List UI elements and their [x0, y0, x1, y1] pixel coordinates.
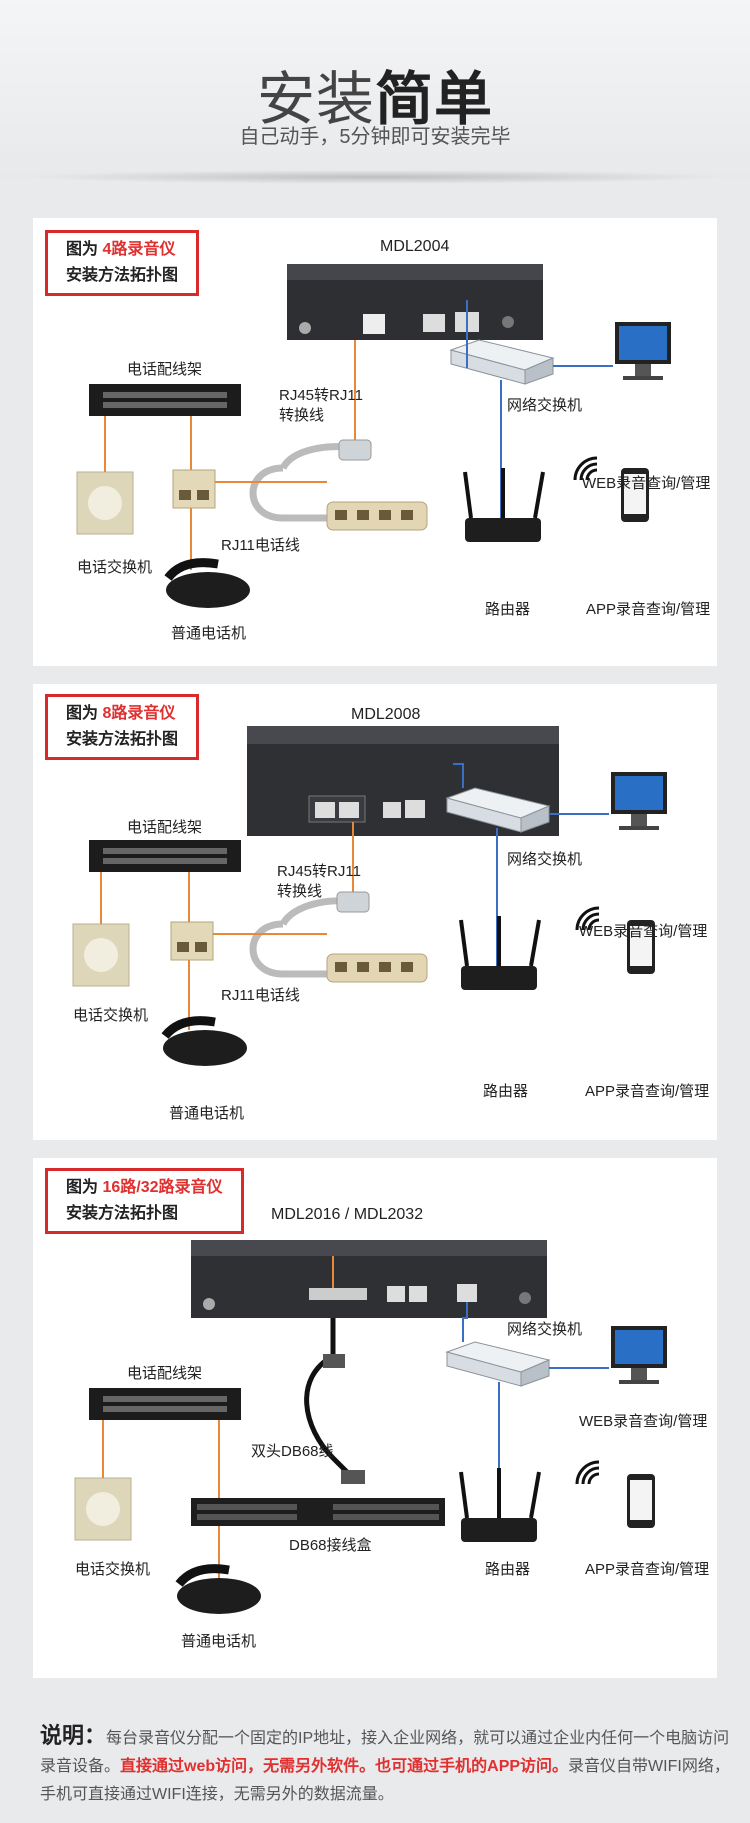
desk-phone-icon	[166, 572, 250, 608]
db68-cable-label: 双头DB68线	[251, 1440, 334, 1461]
app-label: APP录音查询/管理	[585, 1558, 709, 1579]
db68-junction-box	[191, 1498, 445, 1526]
desk-phone-icon	[163, 1030, 247, 1066]
switch-label: 网络交换机	[507, 1318, 582, 1339]
model-name: MDL2008	[351, 706, 420, 724]
patch-panel	[89, 840, 241, 872]
converter-label-2: 转换线	[277, 880, 322, 901]
router-icon	[461, 966, 537, 990]
pbx-label: 电话交换机	[73, 1004, 148, 1025]
converter-label: RJ45转RJ11	[277, 860, 361, 881]
desk-phone-icon	[177, 1578, 261, 1614]
diagram-label-4ch: 图为 4路录音仪 安装方法拓扑图	[45, 230, 199, 296]
wifi-icon	[577, 1462, 599, 1484]
phone-label: 普通电话机	[181, 1630, 256, 1651]
footer-note: 说明：每台录音仪分配一个固定的IP地址，接入企业网络，就可以通过企业内任何一个电…	[40, 1722, 730, 1809]
page-subtitle: 自己动手，5分钟即可安装完毕	[0, 120, 750, 149]
rj11-splitter	[173, 470, 215, 508]
router-icon	[465, 518, 541, 542]
web-label: WEB录音查询/管理	[579, 1410, 707, 1431]
header-divider	[20, 170, 730, 184]
rj11-splitter	[171, 922, 213, 960]
diagram-panel-8ch: 图为 8路录音仪 安装方法拓扑图 MDL2008 电话配线架 电话配线架 RJ4…	[33, 684, 717, 1140]
diagram-panel-4ch: 图为 4路录音仪 安装方法拓扑图 MDL2004 电话配线架 RJ45转RJ11…	[33, 218, 717, 666]
web-label: WEB录音查询/管理	[579, 920, 707, 941]
patch-panel	[89, 1388, 241, 1420]
phone-label: 普通电话机	[169, 1102, 244, 1123]
patch-panel	[89, 384, 241, 416]
rj11-label: RJ11电话线	[221, 984, 300, 1005]
diagram-label-8ch: 图为 8路录音仪 安装方法拓扑图	[45, 694, 199, 760]
switch-label: 网络交换机	[507, 848, 582, 869]
patch-panel-label: 电话配线架	[127, 816, 202, 837]
converter-label-2: 转换线	[279, 404, 324, 425]
model-name: MDL2016 / MDL2032	[271, 1206, 423, 1224]
page-header: 安装简单 自己动手，5分钟即可安装完毕	[0, 0, 750, 178]
switch-label: 网络交换机	[507, 394, 582, 415]
router-icon	[461, 1518, 537, 1542]
router-label: 路由器	[485, 598, 530, 619]
converter-cable	[253, 468, 327, 518]
model-name: MDL2004	[380, 238, 449, 256]
rj11-label: RJ11电话线	[221, 534, 300, 555]
pbx-label: 电话交换机	[77, 556, 152, 577]
diagram-label-16ch: 图为 16路/32路录音仪 安装方法拓扑图	[45, 1168, 244, 1234]
patch-panel-label: 电话配线架	[127, 1362, 202, 1383]
db68-box-label: DB68接线盒	[289, 1534, 372, 1555]
app-label: APP录音查询/管理	[585, 1080, 709, 1101]
pbx-label: 电话交换机	[75, 1558, 150, 1579]
router-label: 路由器	[485, 1558, 530, 1579]
phone-label: 普通电话机	[171, 622, 246, 643]
converter-cable	[253, 924, 327, 974]
router-label: 路由器	[483, 1080, 528, 1101]
converter-label: RJ45转RJ11	[279, 384, 363, 405]
diagram-panel-16ch: 图为 16路/32路录音仪 安装方法拓扑图 MDL2016 / MDL2032 …	[33, 1158, 717, 1678]
patch-panel-label: 电话配线架	[127, 358, 202, 379]
web-label: WEB录音查询/管理	[582, 472, 710, 493]
app-label: APP录音查询/管理	[586, 598, 710, 619]
